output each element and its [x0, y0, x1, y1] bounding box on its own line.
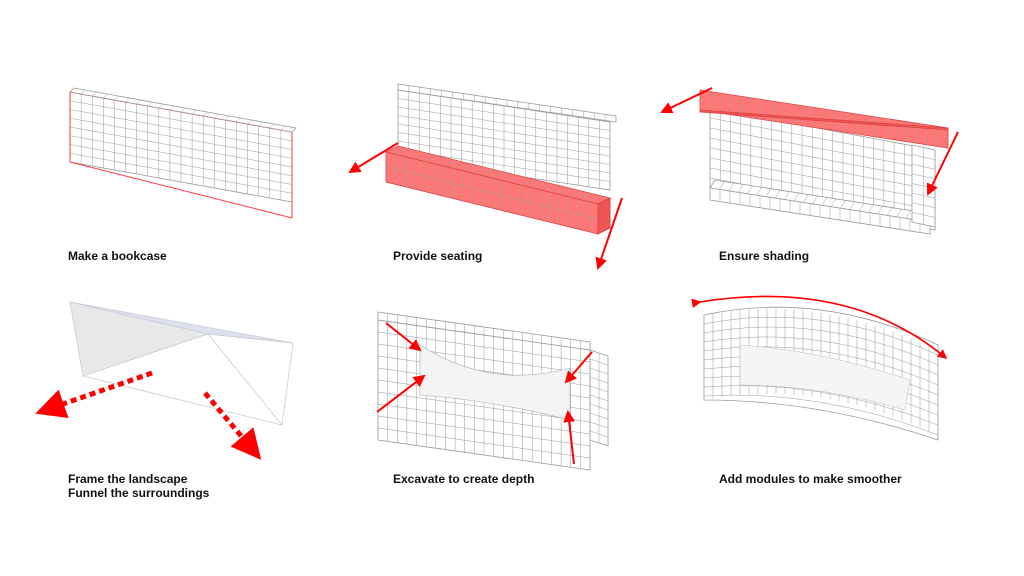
shade-back-grid-lines: [709, 109, 936, 229]
bookcase-top-lines: [80, 89, 286, 131]
wall-top-lines: [408, 85, 606, 121]
wall-grid-lines: [397, 91, 611, 189]
label-excavate-depth: Excavate to create depth: [393, 472, 535, 486]
excavate-end-lines: [589, 353, 609, 443]
seat-top-lines: [395, 148, 601, 202]
arrow-excavate-4: [563, 410, 576, 465]
arrow-seating-left: [348, 142, 399, 174]
arrow-shading-left: [660, 87, 713, 114]
arrow-frame-down: [203, 391, 262, 460]
label-funnel-surroundings: Funnel the surroundings: [68, 486, 210, 500]
shade-seat-top-lines: [719, 181, 911, 219]
arrow-excavate-1: [385, 322, 422, 352]
arrow-seating-down: [595, 197, 623, 270]
frame-shaded-triangle: [69, 301, 210, 377]
shade-seat-front-lines: [719, 189, 921, 233]
label-add-modules: Add modules to make smoother: [719, 472, 902, 486]
excavate-top-lines: [387, 313, 581, 349]
arrow-smooth-curve: [691, 295, 948, 360]
seat-front-lines: [385, 154, 599, 232]
seat-end: [597, 197, 611, 235]
label-frame-landscape: Frame the landscape: [68, 472, 188, 486]
arrow-excavate-3: [564, 351, 593, 384]
label-ensure-shading: Ensure shading: [719, 249, 810, 263]
bookcase-grid-lines: [69, 94, 293, 200]
shade-end-lines: [911, 147, 936, 225]
shade-roof-edge: [699, 109, 949, 131]
arrow-shading-down: [926, 131, 959, 196]
label-provide-seating: Provide seating: [393, 249, 483, 263]
arrow-excavate-2: [376, 374, 426, 413]
label-make-bookcase: Make a bookcase: [68, 249, 167, 263]
frame-outline: [82, 333, 294, 426]
